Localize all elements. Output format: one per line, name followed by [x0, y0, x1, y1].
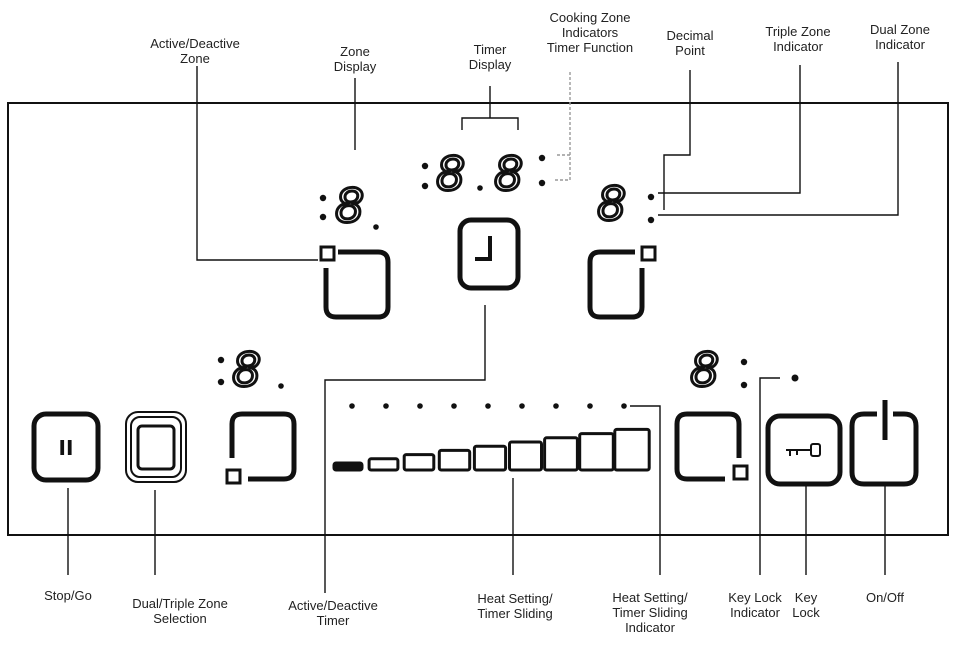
- zone-button-bottom-right[interactable]: [674, 411, 749, 482]
- slider-dot: [383, 403, 389, 409]
- label-active-deactive-zone: Active/Deactive Zone: [150, 36, 240, 66]
- label-stop-go: Stop/Go: [44, 588, 92, 603]
- slider-dot: [485, 403, 491, 409]
- zone-digit-top-right: 8: [597, 177, 626, 231]
- slider-segment[interactable]: [578, 432, 615, 472]
- leader-lines: [67, 62, 899, 593]
- slider-indicator-dots: [349, 403, 627, 409]
- zone-display-bottom-right: 8: [689, 342, 748, 399]
- label-heat-setting-timer-sliding: Heat Setting/ Timer Sliding: [477, 591, 553, 621]
- stop-go-symbol: II: [59, 436, 74, 460]
- slider-segment[interactable]: [472, 444, 508, 472]
- timer-button[interactable]: [457, 217, 521, 291]
- label-key-lock-indicator: Key Lock Indicator: [728, 590, 782, 620]
- label-decimal-point: Decimal Point: [666, 28, 714, 58]
- timer-display: 8 8: [421, 146, 546, 203]
- slider-dot: [621, 403, 627, 409]
- slider-segment[interactable]: [367, 457, 400, 472]
- label-dual-triple-zone-selection: Dual/Triple Zone Selection: [132, 596, 228, 626]
- slider-dot: [417, 403, 423, 409]
- slider-dot: [451, 403, 457, 409]
- zone-digit-bottom-right: 8: [690, 343, 719, 397]
- label-on-off: On/Off: [865, 590, 905, 605]
- zone-digit-top-left: 8: [335, 179, 364, 233]
- slider-segment[interactable]: [613, 427, 651, 472]
- dual-triple-zone-button[interactable]: [125, 411, 187, 483]
- zone-button-top-right[interactable]: [587, 245, 657, 320]
- zone-digit-bottom-left: 8: [232, 343, 261, 397]
- slider-segment[interactable]: [332, 461, 364, 472]
- slider-dot: [553, 403, 559, 409]
- label-heat-setting-timer-sliding-indicator: Heat Setting/ Timer Sliding Indicator: [612, 590, 688, 635]
- timer-digit-1: 8: [436, 147, 465, 201]
- zone-button-top-left[interactable]: [319, 245, 391, 320]
- heat-setting-slider[interactable]: [332, 427, 651, 472]
- zone-display-top-left: 8: [319, 178, 379, 235]
- on-off-button[interactable]: [849, 400, 919, 487]
- slider-segment[interactable]: [437, 448, 472, 472]
- stop-go-button[interactable]: II: [31, 411, 101, 483]
- timer-digit-2: 8: [494, 147, 523, 201]
- key-lock-button[interactable]: [765, 413, 843, 487]
- slider-segment[interactable]: [543, 436, 579, 472]
- slider-dot: [587, 403, 593, 409]
- slider-segment[interactable]: [508, 440, 543, 472]
- label-active-deactive-timer: Active/Deactive Timer: [288, 598, 378, 628]
- label-triple-zone-indicator: Triple Zone Indicator: [765, 24, 831, 54]
- slider-segment[interactable]: [402, 453, 436, 472]
- label-dual-zone-indicator: Dual Zone Indicator: [870, 22, 930, 52]
- panel-frame: [7, 102, 949, 536]
- slider-dot: [349, 403, 355, 409]
- zone-display-bottom-left: 8: [217, 342, 284, 399]
- slider-dot: [519, 403, 525, 409]
- label-zone-display: Zone Display: [333, 44, 377, 74]
- label-key-lock: Key Lock: [792, 590, 820, 620]
- key-lock-indicator-dot: [791, 374, 799, 382]
- zone-display-top-right: 8: [596, 176, 655, 233]
- label-timer-display: Timer Display: [468, 42, 512, 72]
- label-cooking-zone-indicators: Cooking Zone Indicators Timer Function: [546, 10, 634, 55]
- zone-button-bottom-left[interactable]: [225, 411, 297, 485]
